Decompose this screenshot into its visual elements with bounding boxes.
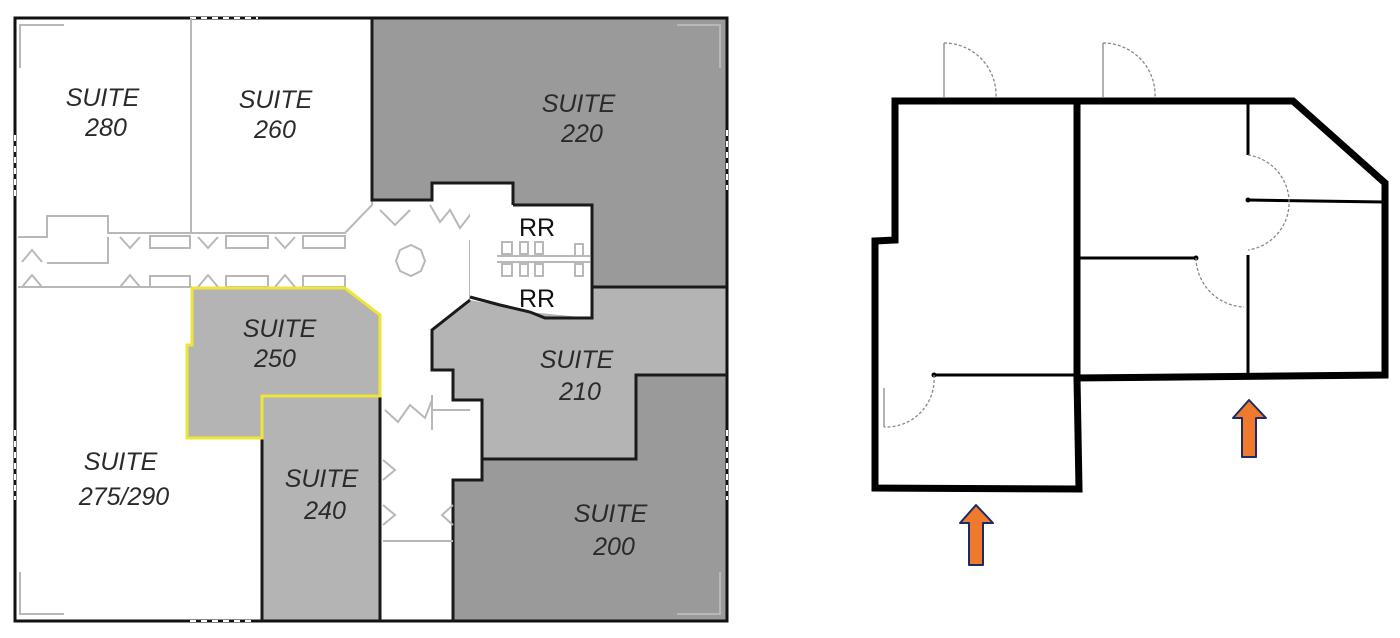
top-door-left xyxy=(943,42,997,98)
building-floor-plan: RR RR SUITE 280 SUITE 260 SUITE 22 xyxy=(13,16,729,623)
suite-240-label: SUITE 240 xyxy=(285,465,366,525)
suite-210-area[interactable] xyxy=(432,287,727,459)
top-door-right xyxy=(1102,42,1156,98)
suite-260-label: SUITE 260 xyxy=(239,86,320,144)
entry-arrow-left-icon xyxy=(959,504,994,566)
entry-arrow-right-icon xyxy=(1232,399,1267,458)
restroom-label-bottom: RR xyxy=(519,285,555,313)
left-unit-wall xyxy=(871,97,1083,493)
unit-floor-plan xyxy=(871,42,1389,493)
restroom-block: RR RR xyxy=(469,203,594,320)
suite-250-label: SUITE 250 xyxy=(243,315,324,373)
suite-275-290-label: SUITE 275/290 xyxy=(78,448,169,511)
suite-220-label: SUITE 220 xyxy=(542,90,623,148)
suite-280-label: SUITE 280 xyxy=(66,84,147,142)
suite-200-area[interactable] xyxy=(453,375,727,621)
corridor-doors xyxy=(21,235,346,288)
suite-210-label: SUITE 210 xyxy=(540,346,621,406)
restroom-label-top: RR xyxy=(519,214,555,242)
right-unit-outer-wall xyxy=(1073,97,1389,382)
suite-250-area[interactable] xyxy=(187,288,380,438)
suite-200-label: SUITE 200 xyxy=(574,500,655,561)
suite-250-highlight xyxy=(185,286,382,440)
suite-240-area[interactable] xyxy=(262,396,380,621)
suite-220-area[interactable] xyxy=(372,18,727,287)
lobby-column-icon xyxy=(394,243,427,278)
